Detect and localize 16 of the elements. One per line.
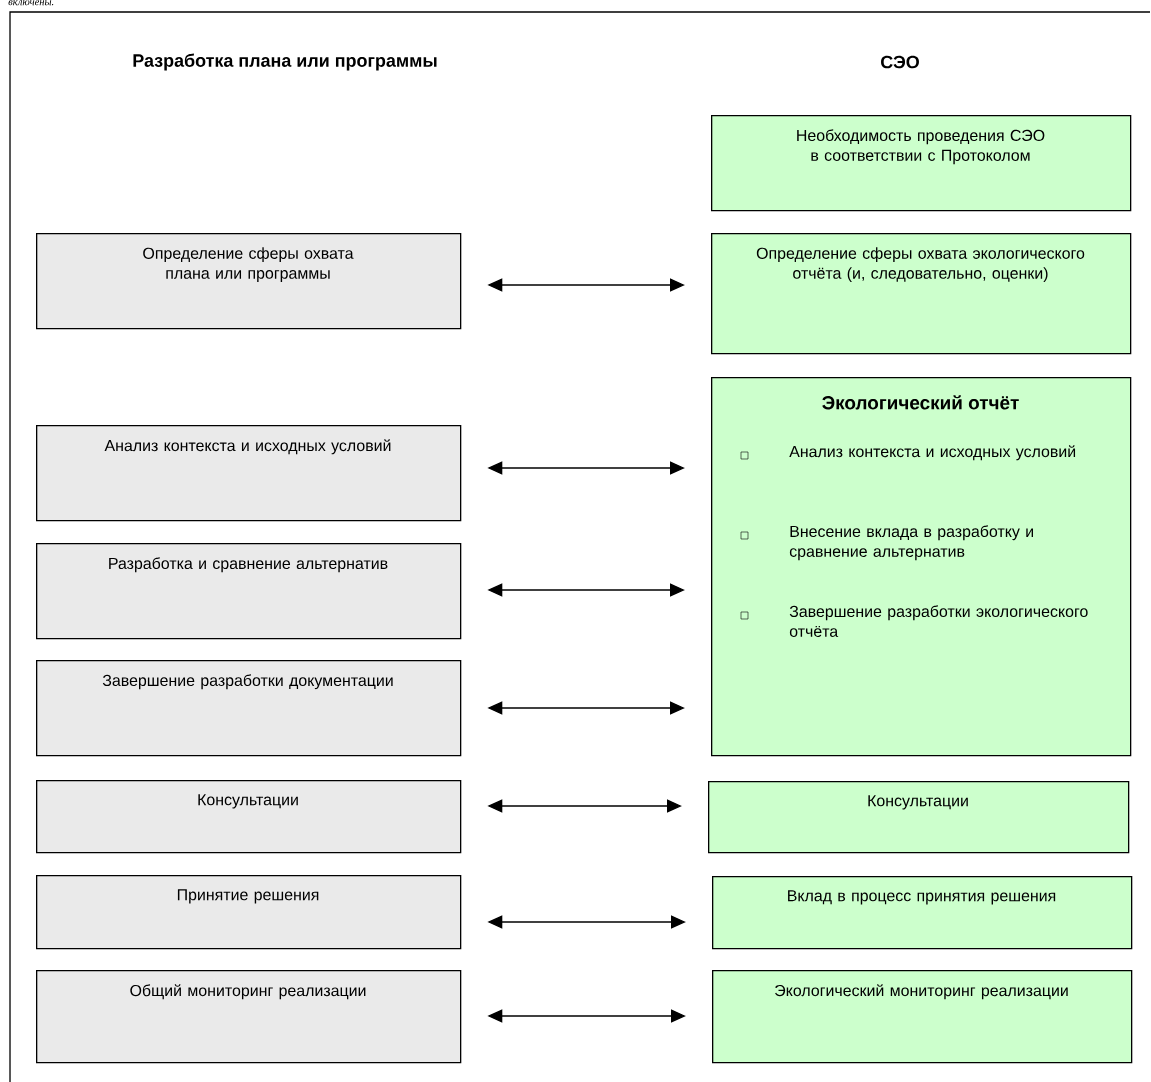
process-box: Определение сферы охвата плана или программы [36,233,462,330]
process-box: Консультации [36,780,462,854]
process-box: Консультации [708,781,1130,854]
note-text: включены. [8,0,54,6]
process-box: Необходимость проведения СЭО в соответствии с Протоколом [711,115,1132,212]
process-box: Принятие решения [36,875,462,950]
process-box: Вклад в процесс принятия решения [712,876,1133,950]
process-box: Определение сферы охвата экологического отчёта (и, следовательно, оценки) [711,233,1132,355]
process-box: Анализ контекста и исходных условий [36,425,462,522]
process-box: Разработка и сравнение альтернатив [36,543,462,640]
process-box: Завершение разработки документации [36,660,462,757]
process-box: Экологический мониторинг реализации [712,970,1133,1064]
column-heading: Разработка плана или программы [133,53,437,71]
column-heading: СЭО [881,55,919,69]
process-box: Экологический отчёт Анализ контекста и исходных условий Внесение вклада в разработку и сравнение альтернатив Завершение разработки экологического отчёта [711,377,1132,757]
process-box: Общий мониторинг реализации [36,970,462,1064]
